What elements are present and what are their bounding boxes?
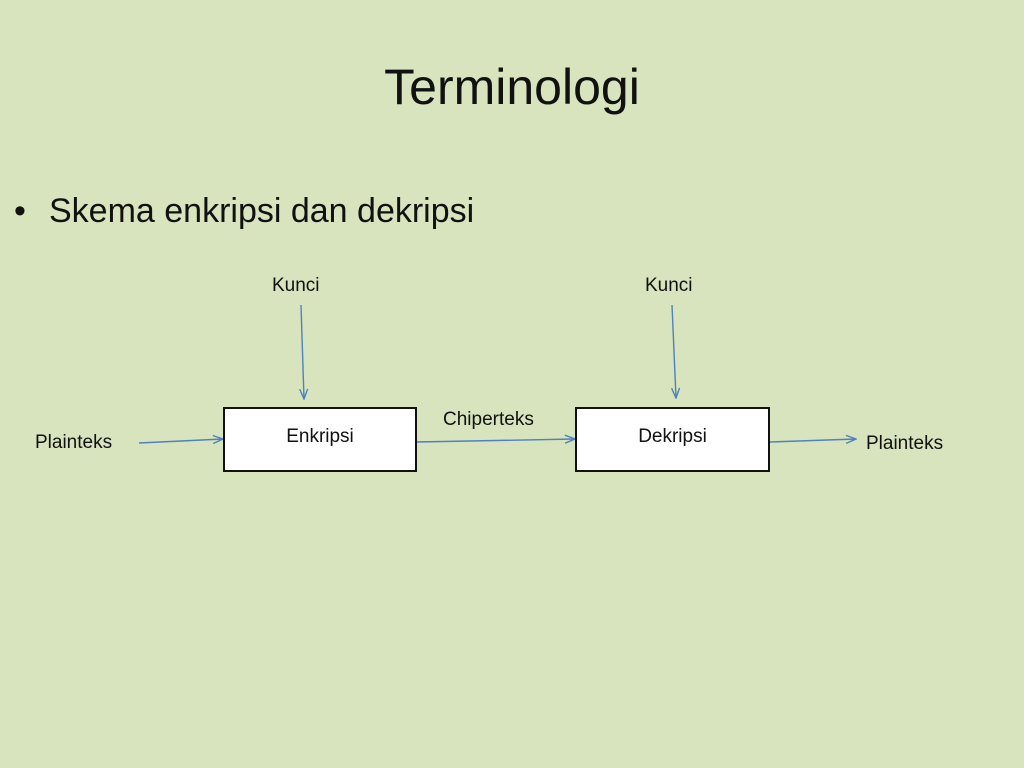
arrow-plaintext-to-encrypt [138,439,223,443]
arrow-key-to-encrypt [301,304,304,399]
bullet-text: Skema enkripsi dan dekripsi [49,192,475,230]
decrypt-box: Dekripsi [575,407,770,472]
arrow-encrypt-to-decrypt [415,439,575,442]
arrow-decrypt-to-output [769,439,856,442]
bullet-item: • Skema enkripsi dan dekripsi [14,194,474,228]
encrypt-box: Enkripsi [223,407,417,472]
cipher-label: Chiperteks [443,409,534,430]
slide-title: Terminologi [384,59,640,115]
arrow-key-to-decrypt [672,304,676,398]
key-label-encrypt: Kunci [272,275,320,296]
input-plaintext-label: Plainteks [35,432,113,453]
output-plaintext-label: Plainteks [866,433,944,454]
bullet-dot-icon: • [14,192,26,230]
key-label-decrypt: Kunci [645,275,693,296]
